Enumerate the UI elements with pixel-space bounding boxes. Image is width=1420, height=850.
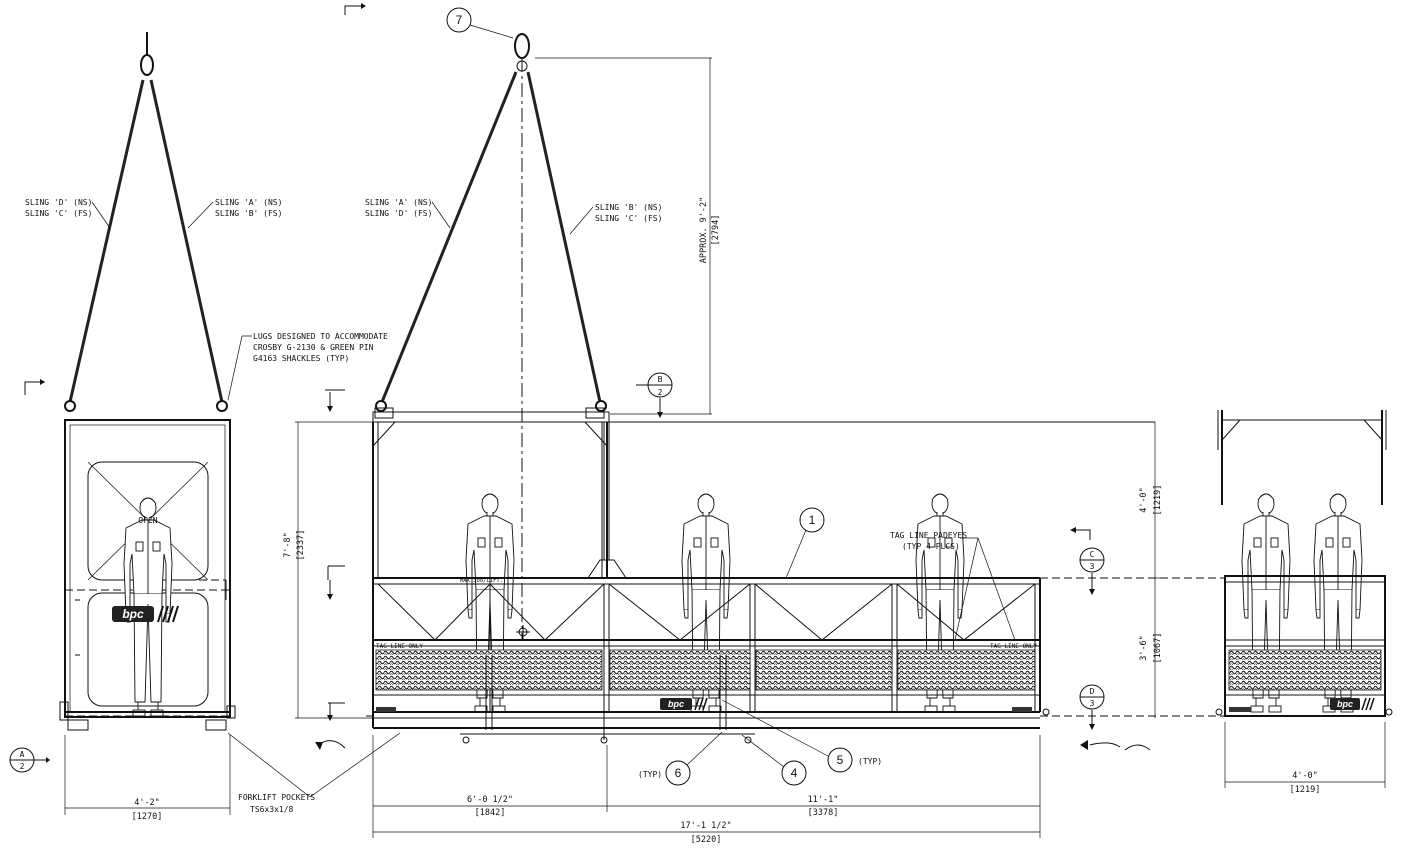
max-capacity-label: MAX 300/LIFT...: [460, 578, 510, 584]
svg-text:2: 2: [20, 762, 25, 771]
svg-text:G4163 SHACKLES (TYP): G4163 SHACKLES (TYP): [253, 354, 349, 363]
upper-height-dim: 4'-0": [1139, 487, 1149, 513]
svg-text:C: C: [1090, 550, 1095, 559]
tag-padeyes-note: TAG LINE PADEYES (TYP 4 PLCS): [890, 531, 1016, 641]
total-length-mm: [5220]: [691, 835, 722, 845]
tag-line-right: TAG LINE ONLY: [990, 643, 1037, 650]
bpc-logo-front: bpc: [660, 697, 708, 711]
svg-text:6: 6: [675, 766, 682, 780]
svg-text:TAG LINE PADEYES: TAG LINE PADEYES: [890, 531, 967, 540]
svg-text:3: 3: [1090, 562, 1095, 571]
svg-text:A: A: [20, 750, 25, 759]
total-length-dim: 17'-1 1/2": [680, 821, 731, 831]
approx-height-dim: APPROX. 9'-2": [699, 197, 709, 264]
callout-7: 7: [446, 7, 514, 39]
svg-text:1: 1: [809, 513, 816, 527]
svg-text:SLING 'D' (FS): SLING 'D' (FS): [365, 209, 432, 218]
forklift-pockets-note: FORKLIFT POCKETS TS6x3x1/8: [227, 732, 401, 814]
svg-text:3: 3: [1090, 699, 1095, 708]
svg-text:SLING 'C' (FS): SLING 'C' (FS): [595, 214, 662, 223]
svg-text:SLING 'D' (NS): SLING 'D' (NS): [25, 198, 92, 207]
svg-text:bpc: bpc: [122, 607, 144, 621]
svg-text:TS6x3x1/8: TS6x3x1/8: [250, 805, 294, 814]
callout-6: 6 (TYP): [638, 731, 723, 786]
upper-height-mm: [1219]: [1153, 485, 1163, 516]
seg2-dim: 11'-1": [808, 795, 839, 805]
front-view: 7 APPROX. 9'-2" [2794] B 2: [227, 3, 1225, 845]
svg-text:7: 7: [456, 13, 463, 27]
svg-text:LUGS DESIGNED TO ACCOMMODATE: LUGS DESIGNED TO ACCOMMODATE: [253, 332, 388, 341]
side-view: bpc OPEN A 2 4'-2" [1270] SLING 'D' (NS): [9, 32, 388, 822]
svg-text:(TYP): (TYP): [858, 757, 882, 766]
side-sling-labels: SLING 'D' (NS) SLING 'C' (FS) SLING 'A' …: [25, 198, 282, 229]
svg-text:SLING 'B' (FS): SLING 'B' (FS): [215, 209, 282, 218]
section-marker-d: D 3: [1079, 684, 1105, 730]
seg1-dim: 6'-0 1/2": [467, 795, 513, 805]
svg-text:CROSBY G-2130 & GREEN PIN: CROSBY G-2130 & GREEN PIN: [253, 343, 374, 352]
section-marker-a: A 2: [9, 747, 50, 773]
tag-line-left: TAG LINE ONLY: [376, 643, 423, 650]
approx-height-mm: [2794]: [711, 215, 721, 246]
seg2-mm: [3378]: [808, 808, 839, 818]
height-total-mm: [2337]: [296, 530, 306, 561]
callout-5: 5 (TYP): [721, 699, 882, 773]
section-marker-c: C 3: [1070, 527, 1105, 595]
height-total-dim: 7'-8": [283, 532, 293, 558]
svg-text:D: D: [1090, 687, 1095, 696]
front-sling-labels: SLING 'A' (NS) SLING 'D' (FS) SLING 'B' …: [365, 198, 662, 235]
bpc-logo-side: bpc: [112, 605, 179, 623]
svg-text:2: 2: [658, 388, 663, 397]
seg1-mm: [1842]: [475, 808, 506, 818]
callout-4: 4: [741, 734, 807, 786]
svg-text:SLING 'A' (NS): SLING 'A' (NS): [215, 198, 282, 207]
svg-text:B: B: [658, 375, 663, 384]
svg-text:(TYP): (TYP): [638, 770, 662, 779]
svg-text:SLING 'B' (NS): SLING 'B' (NS): [595, 203, 662, 212]
svg-text:SLING 'C' (FS): SLING 'C' (FS): [25, 209, 92, 218]
end-width-mm: [1219]: [1290, 785, 1321, 795]
svg-text:FORKLIFT POCKETS: FORKLIFT POCKETS: [238, 793, 315, 802]
svg-text:4: 4: [791, 766, 798, 780]
end-width-dim: 4'-0": [1292, 771, 1318, 781]
callout-1: 1: [785, 507, 825, 579]
open-label: OPEN: [138, 516, 157, 525]
svg-text:bpc: bpc: [668, 699, 684, 709]
bpc-logo-end: bpc: [1330, 697, 1375, 711]
side-width-dim: 4'-2": [134, 798, 160, 808]
end-view: bpc 4'-0" [1219]: [1215, 410, 1393, 795]
lower-height-mm: [1067]: [1153, 633, 1163, 664]
lower-height-dim: 3'-6": [1139, 635, 1149, 661]
svg-text:5: 5: [837, 753, 844, 767]
svg-text:bpc: bpc: [1337, 699, 1353, 709]
svg-text:SLING 'A' (NS): SLING 'A' (NS): [365, 198, 432, 207]
svg-text:(TYP 4 PLCS): (TYP 4 PLCS): [902, 542, 960, 551]
lugs-note: LUGS DESIGNED TO ACCOMMODATE CROSBY G-21…: [227, 332, 388, 401]
section-marker-b: B 2: [636, 372, 673, 418]
side-width-mm: [1270]: [132, 812, 163, 822]
